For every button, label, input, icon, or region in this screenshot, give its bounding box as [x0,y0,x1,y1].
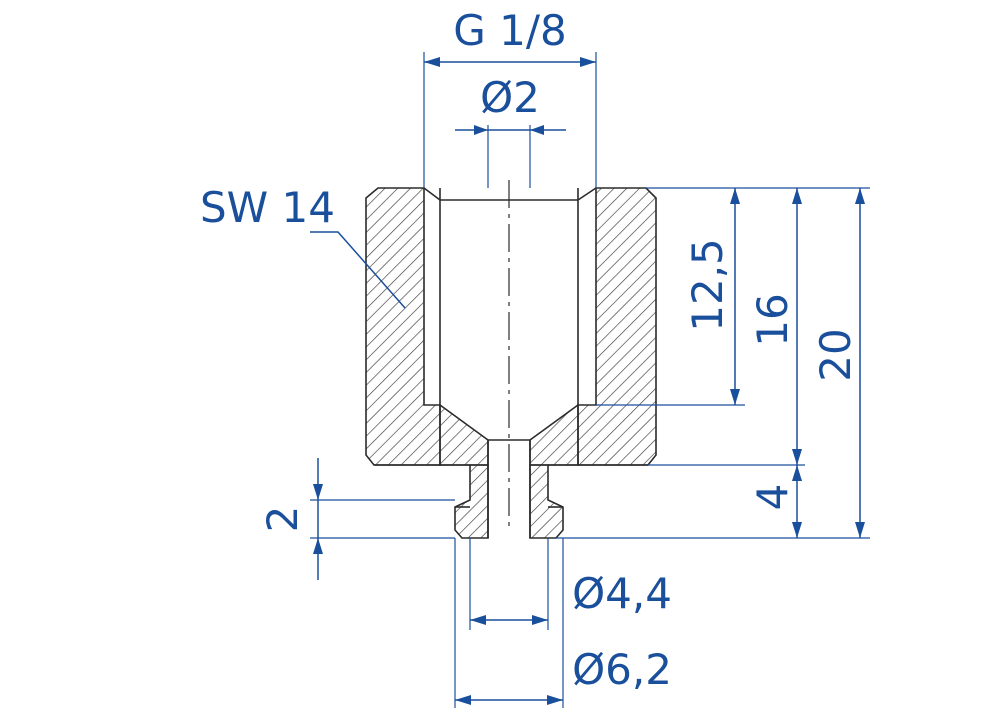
wrench-size-callout: SW 14 [200,183,406,309]
thread-depth-label: 12,5 [683,238,732,332]
bore-dimension: Ø2 [455,73,566,135]
spigot-diameter-dimension: Ø4,4 [470,569,672,625]
spigot-diameter-label: Ø4,4 [572,569,672,618]
part-section [365,180,657,539]
flange-diameter-dimension: Ø6,2 [455,645,672,705]
wrench-size-label: SW 14 [200,183,335,232]
total-height-label: 20 [811,328,860,381]
body-height-dimension: 16 [748,188,802,465]
bore-label: Ø2 [480,73,540,122]
spigot-height-label: 4 [748,484,797,511]
flange-diameter-label: Ø6,2 [572,645,672,694]
body-height-label: 16 [748,293,797,346]
right-cone-section [529,403,579,466]
extension-lines [310,52,870,708]
thread-dimension: G 1/8 [424,6,596,67]
thread-top-right [577,187,597,201]
left-wall-section [365,187,441,466]
thread-depth-dimension: 12,5 [683,188,740,405]
spigot-height-dimension: 4 [748,465,802,538]
thread-top-left [423,187,441,201]
flange-height-dimension: 2 [258,458,323,580]
left-cone-section [439,403,489,466]
thread-label: G 1/8 [453,6,567,55]
right-wall-section [577,187,657,466]
right-spigot-section [529,464,564,539]
flange-height-label: 2 [258,506,307,533]
total-height-dimension: 20 [811,188,865,538]
left-spigot-section [454,464,489,539]
